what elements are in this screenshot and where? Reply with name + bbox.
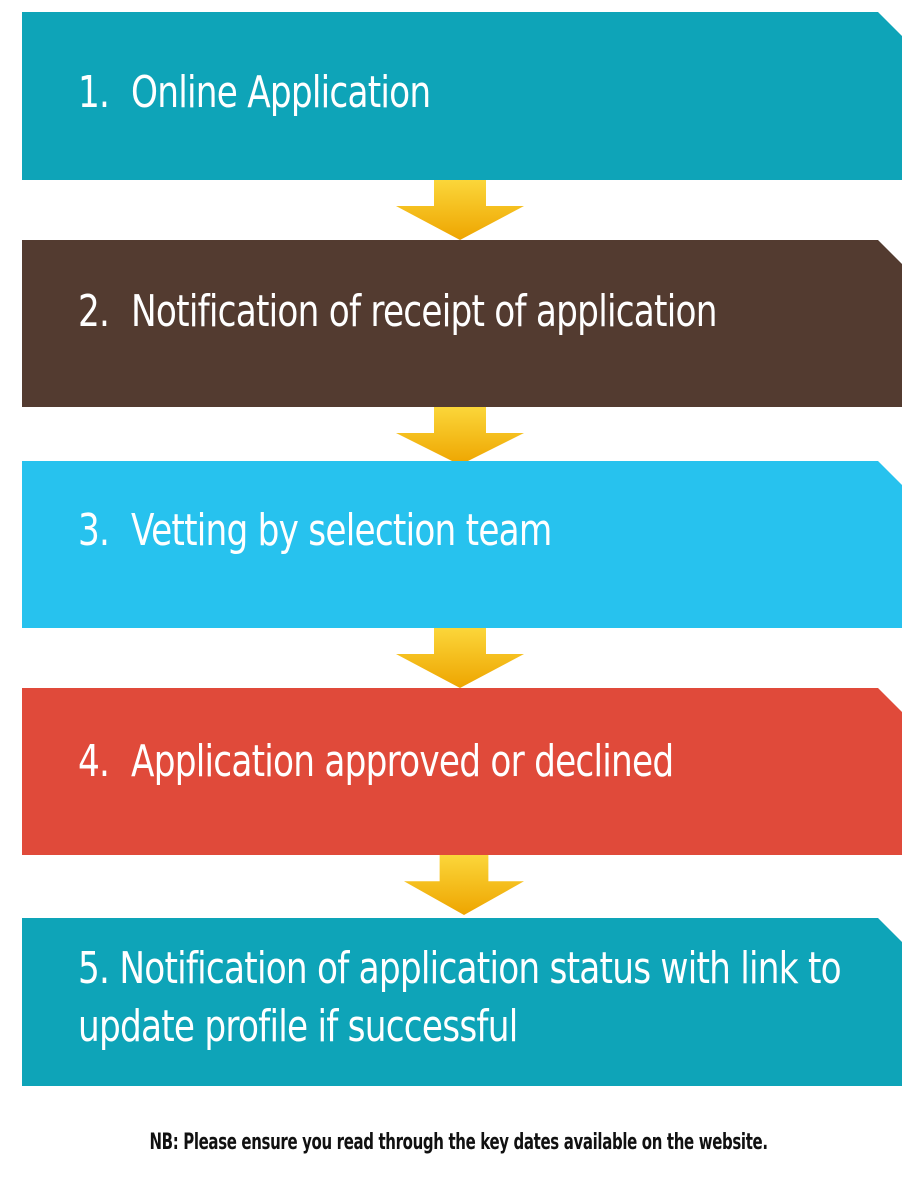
- step-label: Notification of application status with …: [78, 943, 841, 1052]
- step-status-notification: 5. Notification of application status wi…: [22, 918, 902, 1086]
- step-online-application: 1. Online Application: [22, 12, 902, 180]
- step-label: Notification of receipt of application: [131, 286, 717, 337]
- footnote: NB: Please ensure you read through the k…: [0, 1130, 918, 1155]
- down-arrow-icon: [396, 628, 524, 688]
- step-label: Application approved or declined: [131, 736, 674, 787]
- step-number: 3.: [78, 505, 110, 556]
- step-number: 1.: [78, 67, 110, 118]
- step-vetting: 3. Vetting by selection team: [22, 461, 902, 628]
- step-text: 3. Vetting by selection team: [78, 502, 918, 560]
- step-approval: 4. Application approved or declined: [22, 688, 902, 855]
- step-text: 2. Notification of receipt of application: [78, 283, 918, 341]
- down-arrow-icon: [396, 407, 524, 465]
- step-number: 5.: [78, 943, 110, 994]
- step-label: Vetting by selection team: [131, 505, 552, 556]
- step-text: 1. Online Application: [78, 64, 918, 122]
- step-notification-receipt: 2. Notification of receipt of application: [22, 240, 902, 407]
- step-number: 4.: [78, 736, 110, 787]
- down-arrow-icon: [404, 855, 524, 915]
- step-text: 5. Notification of application status wi…: [78, 940, 918, 1056]
- step-label: Online Application: [131, 67, 431, 118]
- down-arrow-icon: [396, 180, 524, 240]
- footnote-text: NB: Please ensure you read through the k…: [149, 1130, 769, 1155]
- step-text: 4. Application approved or declined: [78, 733, 918, 791]
- step-number: 2.: [78, 286, 110, 337]
